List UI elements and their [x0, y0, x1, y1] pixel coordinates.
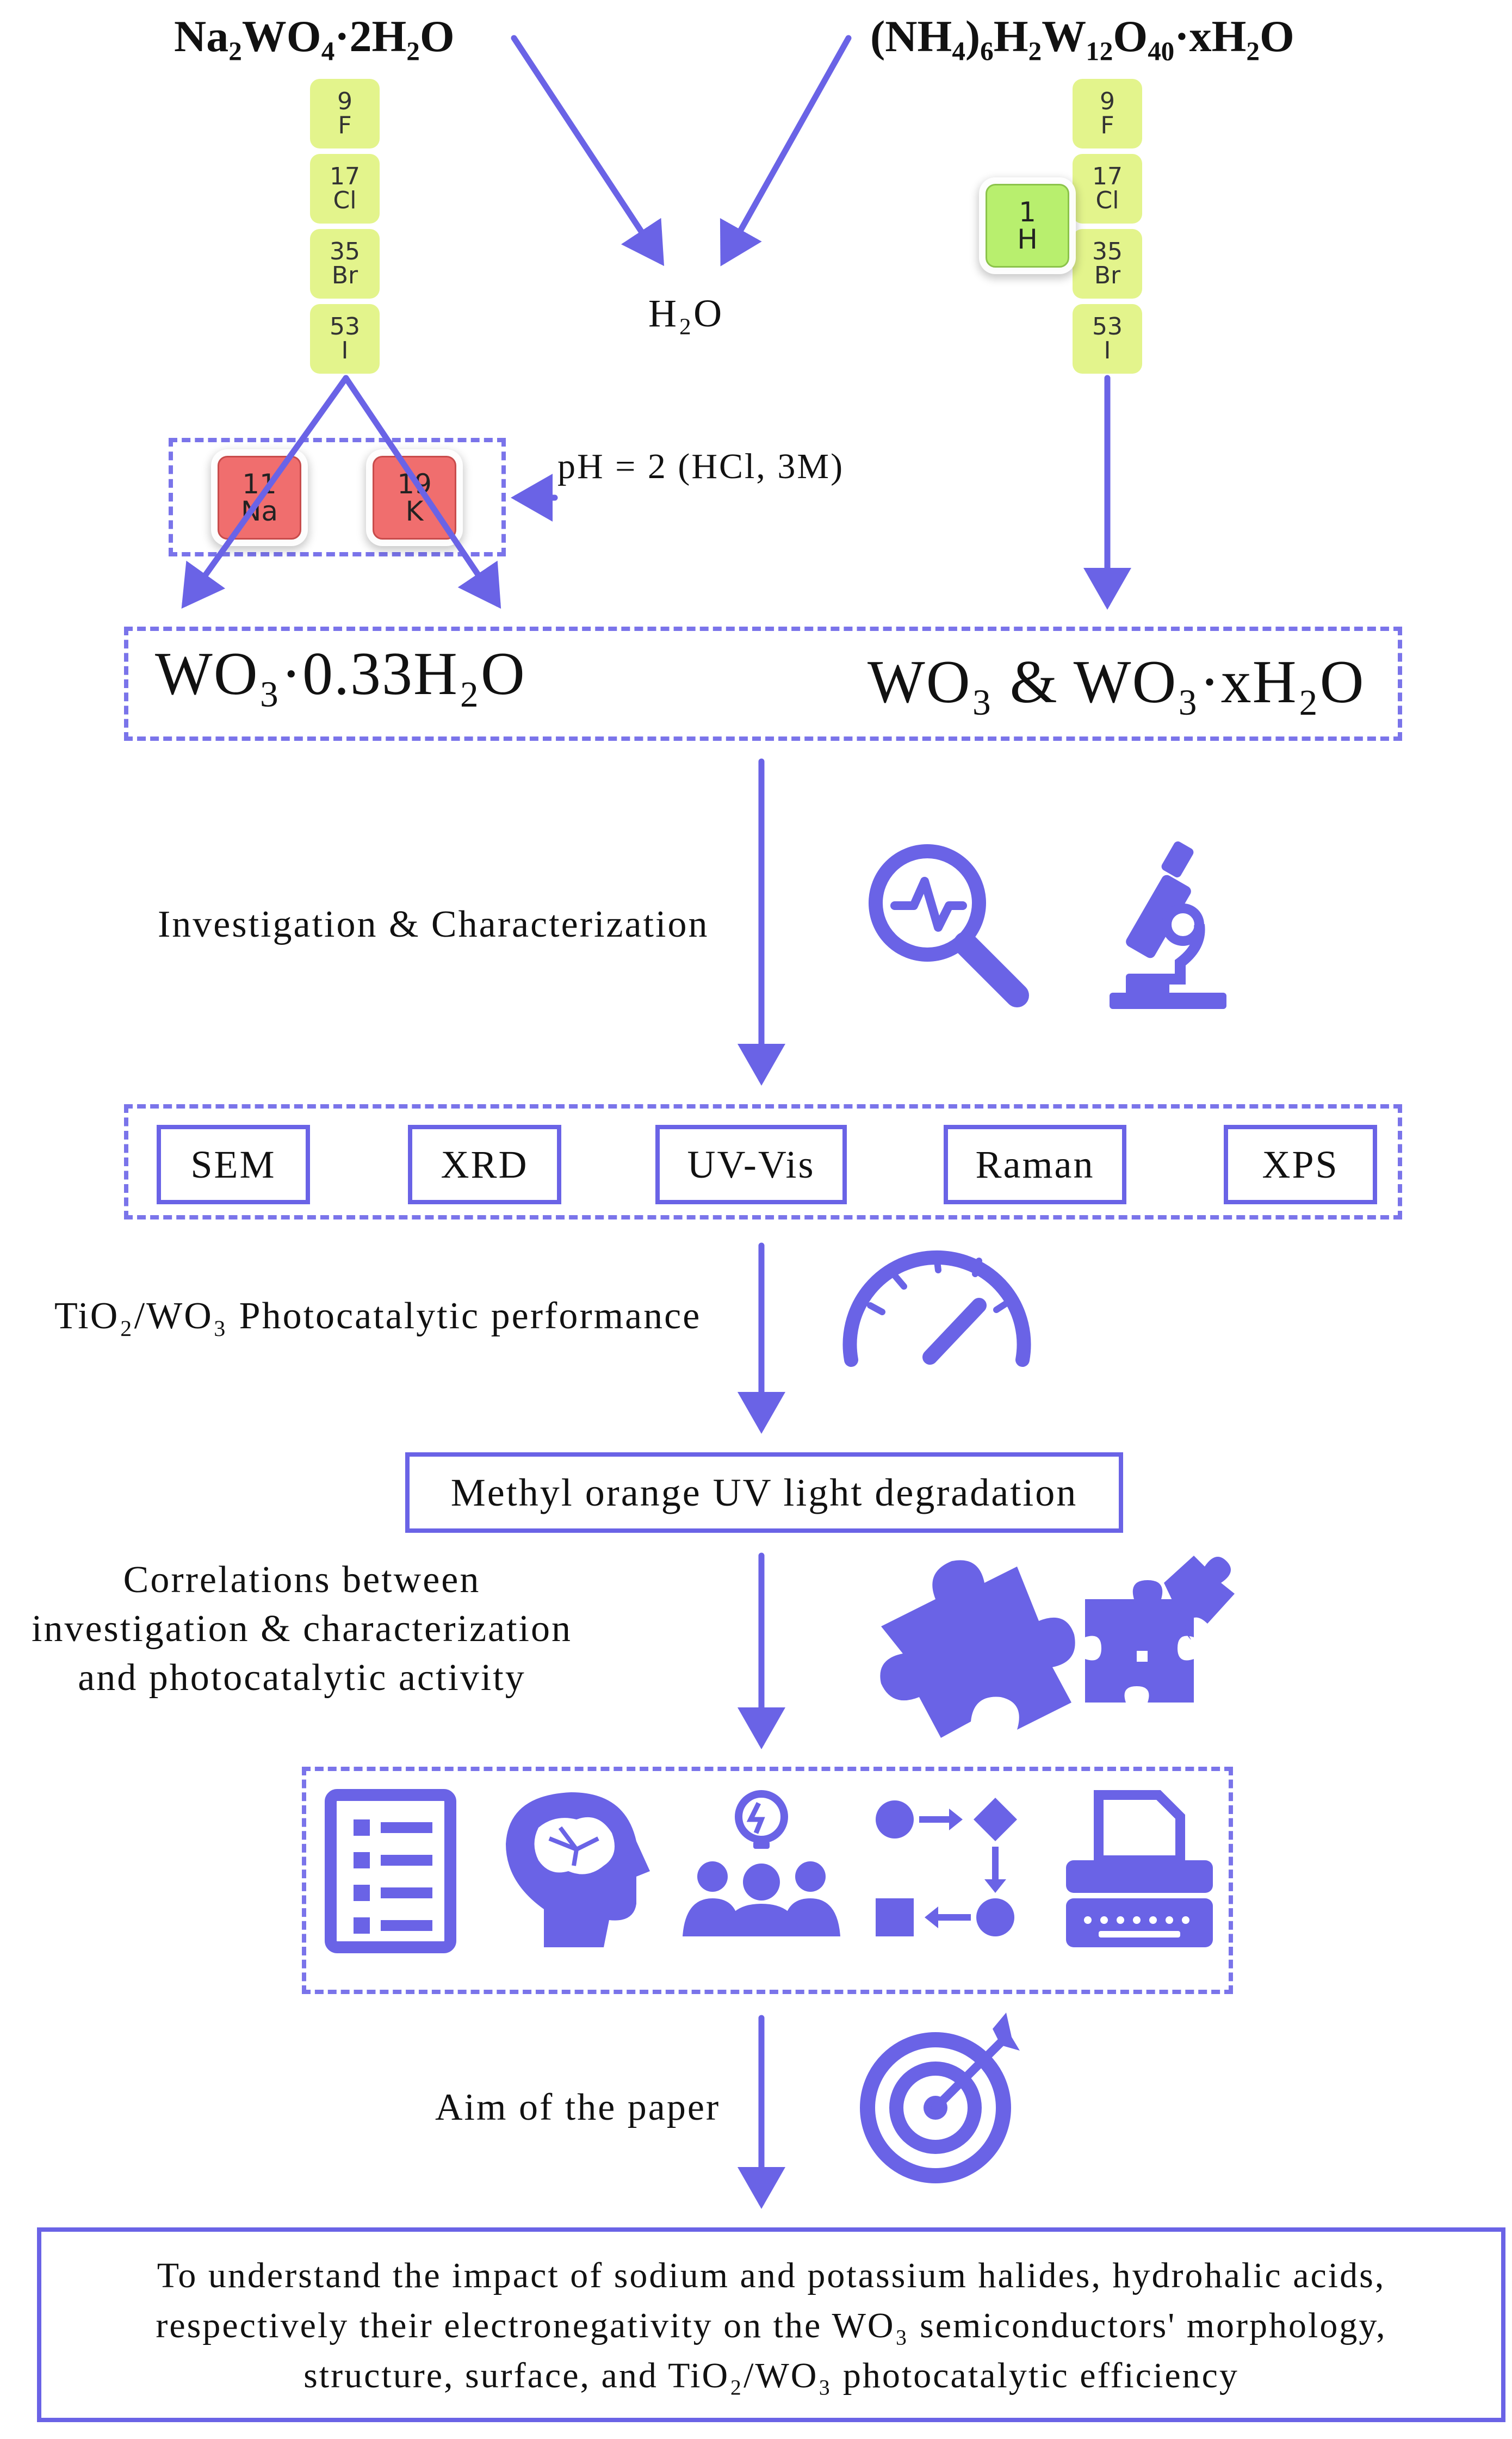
puzzle-pieces-icon	[1085, 1556, 1235, 1703]
technique-sem: SEM	[157, 1125, 310, 1204]
technique-uv-vis: UV-Vis	[655, 1125, 847, 1204]
aim-line-3: structure, surface, and TiO₂/WO₃ photoca…	[303, 2356, 1239, 2395]
reagent-ammonium-metatungstate: (NH₄)₆H₂W₁₂O₄₀·xH₂O	[870, 11, 1294, 61]
arrow-right-to-water	[720, 35, 852, 267]
speedometer-icon	[842, 1250, 1031, 1367]
correlations-line-3: and photocatalytic activity	[78, 1657, 526, 1699]
ph-note: pH = 2 (HCl, 3M)	[557, 447, 845, 486]
reagent-sodium-tungstate: Na₂WO₄·2H₂O	[174, 11, 455, 61]
product-right: WO₃ & WO₃·xH₂O	[867, 648, 1365, 716]
alkali-box	[169, 438, 506, 556]
magnifier-pulse-icon	[869, 844, 1029, 1007]
aim-line-1: To understand the impact of sodium and p…	[157, 2256, 1386, 2295]
outcome-icons-box	[302, 1767, 1233, 1994]
correlations-line-1: Correlations between	[123, 1559, 481, 1601]
degradation-box: Methyl orange UV light degradation	[405, 1452, 1123, 1533]
microscope-icon	[1110, 841, 1226, 1009]
correlations-line-2: investigation & characterization	[32, 1608, 572, 1650]
process-flow-icon	[876, 1798, 1017, 1936]
step-photocatalytic: TiO₂/WO₃ Photocatalytic performance	[54, 1295, 702, 1337]
technique-xrd: XRD	[408, 1125, 561, 1204]
typewriter-icon	[1066, 1790, 1213, 1947]
water-label: H₂O	[648, 292, 724, 335]
arrow-halide-to-k	[343, 375, 501, 609]
step-correlations: Correlations between investigation & cha…	[16, 1556, 587, 1703]
step-aim: Aim of the paper	[435, 2087, 721, 2128]
techniques-box	[124, 1104, 1402, 1220]
puzzle-piece-icon	[880, 1560, 1075, 1738]
brain-head-icon	[506, 1792, 650, 1947]
target-icon	[860, 2013, 1020, 2183]
arrow-halide-to-na	[181, 375, 349, 609]
products-box	[124, 627, 1402, 741]
aim-box: To understand the impact of sodium and p…	[37, 2227, 1505, 2422]
technique-raman: Raman	[944, 1125, 1126, 1204]
arrow-left-to-water	[511, 35, 665, 267]
technique-xps: XPS	[1224, 1125, 1377, 1204]
aim-line-2: respectively their electronegativity on …	[156, 2306, 1387, 2345]
step-investigation: Investigation & Characterization	[158, 903, 709, 945]
product-left: WO₃·0.33H₂O	[155, 640, 526, 708]
checklist-icon	[325, 1789, 456, 1953]
team-idea-icon	[683, 1790, 840, 1936]
